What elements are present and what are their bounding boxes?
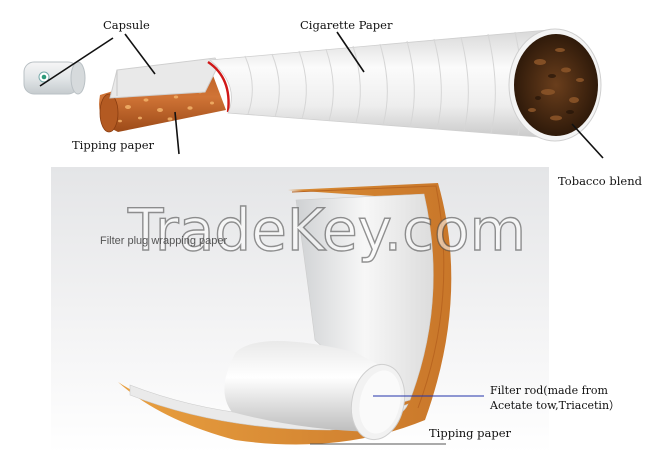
label-tipping-paper-top: Tipping paper xyxy=(72,138,155,152)
label-tobacco-blend: Tobacco blend xyxy=(558,174,642,188)
label-filter-rod-line2: Acetate tow,Triacetin） xyxy=(490,399,621,412)
tobacco-end xyxy=(508,28,602,142)
top-leader-lines xyxy=(39,31,604,159)
tobacco-leader-line xyxy=(571,123,604,159)
label-filter-plug-wrapping-paper: Filter plug wrapping paper xyxy=(100,235,228,247)
cigarette-paper-body xyxy=(209,29,553,139)
label-cigarette-paper: Cigarette Paper xyxy=(300,18,393,32)
cigarette-paper-leader-line xyxy=(336,31,365,73)
filter-segment xyxy=(109,57,230,113)
capsule-illustration xyxy=(23,61,86,95)
label-capsule: Capsule xyxy=(103,18,150,32)
tipping-paper-leader-line xyxy=(174,111,180,155)
watermark: TradeKey.com xyxy=(127,195,526,264)
label-filter-rod-line1: Filter rod(made from xyxy=(490,384,608,397)
filter-rod xyxy=(224,341,406,441)
label-tipping-paper-bottom: Tipping paper xyxy=(429,426,512,440)
capsule-leader-line xyxy=(124,33,156,75)
capsule-leader-line-2 xyxy=(39,37,114,87)
